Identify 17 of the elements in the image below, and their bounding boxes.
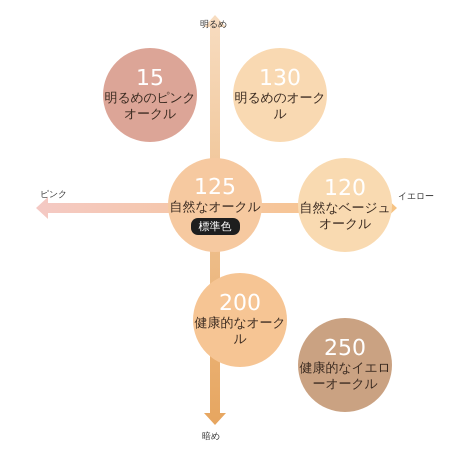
axis-label: ピンク (40, 188, 67, 201)
shade-name: 自然なオークル (170, 200, 260, 216)
shade-number: 15 (136, 67, 164, 91)
shade-name: 健康的なオークル (194, 316, 286, 348)
shade-number: 250 (324, 337, 366, 361)
shade-name: 自然なベージュオークル (298, 201, 392, 233)
axis-label: 明るめ (200, 18, 227, 31)
axis-label: イエロー (398, 191, 434, 203)
shade-number: 130 (259, 67, 301, 91)
standard-color-badge: 標準色 (190, 218, 240, 234)
axis-label: 暗め (202, 430, 220, 443)
shade-name: 明るめのオークル (234, 91, 326, 123)
shade-number: 200 (219, 292, 261, 316)
shade-number: 120 (324, 177, 366, 201)
shade-number: 125 (194, 176, 236, 200)
shade-name: 健康的なイエローオークル (298, 361, 392, 393)
shade-name: 明るめのピンクオークル (104, 91, 196, 123)
